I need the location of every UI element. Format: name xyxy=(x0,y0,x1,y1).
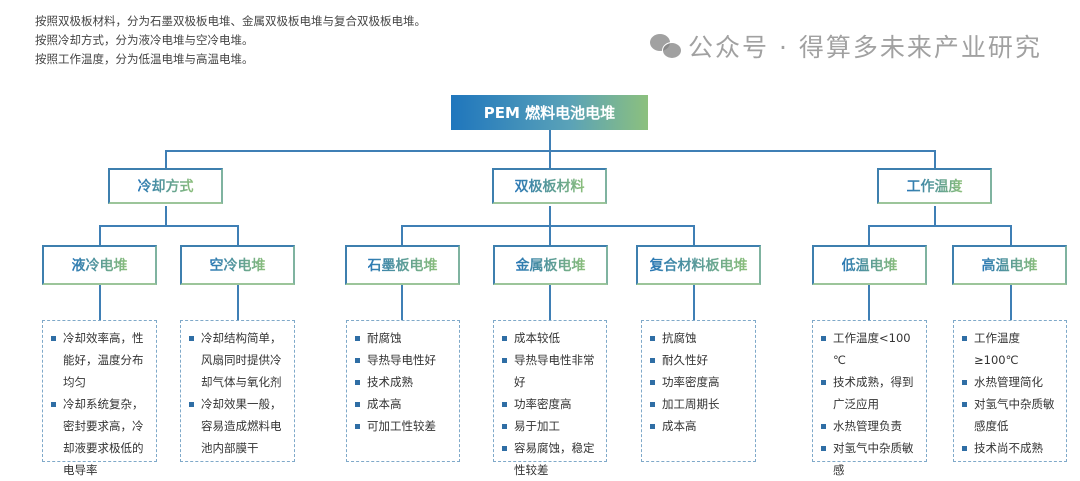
feature-item: 工作温度<100 ℃ xyxy=(821,327,922,371)
feature-item: 加工周期长 xyxy=(650,393,751,415)
feature-item: 冷却结构简单，风扇同时提供冷却气体与氧化剂 xyxy=(189,327,290,393)
watermark: 公众号 · 得算多未来产业研究 xyxy=(650,28,1042,64)
features-graphite: 耐腐蚀 导热导电性好 技术成熟 成本高 可加工性较差 xyxy=(346,320,460,462)
intro-text: 按照双极板材料，分为石墨双极板电堆、金属双极板电堆与复合双极板电堆。 按照冷却方… xyxy=(35,12,426,69)
features-metal: 成本较低 导热导电性非常好 功率密度高 易于加工 容易腐蚀，稳定性较差 xyxy=(493,320,607,477)
type-label: 石墨板电堆 xyxy=(368,255,438,275)
connector xyxy=(934,206,936,225)
connector xyxy=(549,206,551,225)
feature-item: 成本高 xyxy=(650,415,751,437)
feature-item: 冷却效果一般，容易造成燃料电池内部膜干 xyxy=(189,393,290,459)
feature-item: 功率密度高 xyxy=(650,371,751,393)
feature-item: 对氢气中杂质敏感度低 xyxy=(962,393,1062,437)
feature-item: 容易腐蚀，稳定性较差 xyxy=(502,437,602,481)
type-high-temp: 高温电堆 xyxy=(952,245,1067,285)
category-temperature: 工作温度 xyxy=(877,168,992,204)
type-liquid-cooled: 液冷电堆 xyxy=(42,245,157,285)
feature-item: 对氢气中杂质敏感 xyxy=(821,437,922,481)
category-label: 双极板材料 xyxy=(515,176,585,196)
category-label: 冷却方式 xyxy=(138,176,194,196)
feature-item: 耐腐蚀 xyxy=(355,327,455,349)
wechat-icon xyxy=(650,34,682,59)
connector xyxy=(549,130,551,150)
type-label: 液冷电堆 xyxy=(72,255,128,275)
feature-item: 技术尚不成熟 xyxy=(962,437,1062,459)
type-air-cooled: 空冷电堆 xyxy=(180,245,295,285)
category-cooling: 冷却方式 xyxy=(108,168,223,204)
features-air-cooled: 冷却结构简单，风扇同时提供冷却气体与氧化剂 冷却效果一般，容易造成燃料电池内部膜… xyxy=(180,320,295,462)
connector xyxy=(165,150,936,152)
intro-line: 按照冷却方式，分为液冷电堆与空冷电堆。 xyxy=(35,33,254,47)
category-bipolar-plate: 双极板材料 xyxy=(492,168,607,204)
type-label: 低温电堆 xyxy=(842,255,898,275)
type-metal: 金属板电堆 xyxy=(493,245,608,285)
feature-item: 易于加工 xyxy=(502,415,602,437)
feature-item: 冷却效率高，性能好，温度分布均匀 xyxy=(51,327,152,393)
feature-item: 成本较低 xyxy=(502,327,602,349)
feature-item: 抗腐蚀 xyxy=(650,327,751,349)
connector xyxy=(165,206,167,225)
type-low-temp: 低温电堆 xyxy=(812,245,927,285)
type-composite: 复合材料板电堆 xyxy=(636,245,761,285)
type-label: 高温电堆 xyxy=(982,255,1038,275)
feature-item: 技术成熟，得到广泛应用 xyxy=(821,371,922,415)
connector xyxy=(868,225,1011,227)
feature-item: 导热导电性好 xyxy=(355,349,455,371)
feature-item: 技术成熟 xyxy=(355,371,455,393)
category-label: 工作温度 xyxy=(907,176,963,196)
intro-line: 按照双极板材料，分为石墨双极板电堆、金属双极板电堆与复合双极板电堆。 xyxy=(35,14,426,28)
feature-item: 可加工性较差 xyxy=(355,415,455,437)
connector xyxy=(165,150,167,168)
type-graphite: 石墨板电堆 xyxy=(345,245,460,285)
feature-item: 水热管理简化 xyxy=(962,371,1062,393)
connector xyxy=(934,150,936,168)
type-label: 复合材料板电堆 xyxy=(650,255,748,275)
intro-line: 按照工作温度，分为低温电堆与高温电堆。 xyxy=(35,52,254,66)
type-label: 空冷电堆 xyxy=(210,255,266,275)
connector xyxy=(549,150,551,168)
connector xyxy=(99,225,238,227)
features-liquid-cooled: 冷却效率高，性能好，温度分布均匀 冷却系统复杂，密封要求高，冷却液要求极低的电导… xyxy=(42,320,157,477)
root-node: PEM 燃料电池电堆 xyxy=(451,95,648,130)
feature-item: 工作温度≥100℃ xyxy=(962,327,1062,371)
feature-item: 导热导电性非常好 xyxy=(502,349,602,393)
features-high-temp: 工作温度≥100℃ 水热管理简化 对氢气中杂质敏感度低 技术尚不成熟 xyxy=(953,320,1067,462)
features-low-temp: 工作温度<100 ℃ 技术成熟，得到广泛应用 水热管理负责 对氢气中杂质敏感 xyxy=(812,320,927,477)
connector xyxy=(401,225,694,227)
type-label: 金属板电堆 xyxy=(516,255,586,275)
feature-item: 冷却系统复杂，密封要求高，冷却液要求极低的电导率 xyxy=(51,393,152,481)
feature-item: 成本高 xyxy=(355,393,455,415)
features-composite: 抗腐蚀 耐久性好 功率密度高 加工周期长 成本高 xyxy=(641,320,756,462)
feature-item: 水热管理负责 xyxy=(821,415,922,437)
feature-item: 耐久性好 xyxy=(650,349,751,371)
feature-item: 功率密度高 xyxy=(502,393,602,415)
watermark-text: 公众号 · 得算多未来产业研究 xyxy=(688,33,1042,62)
